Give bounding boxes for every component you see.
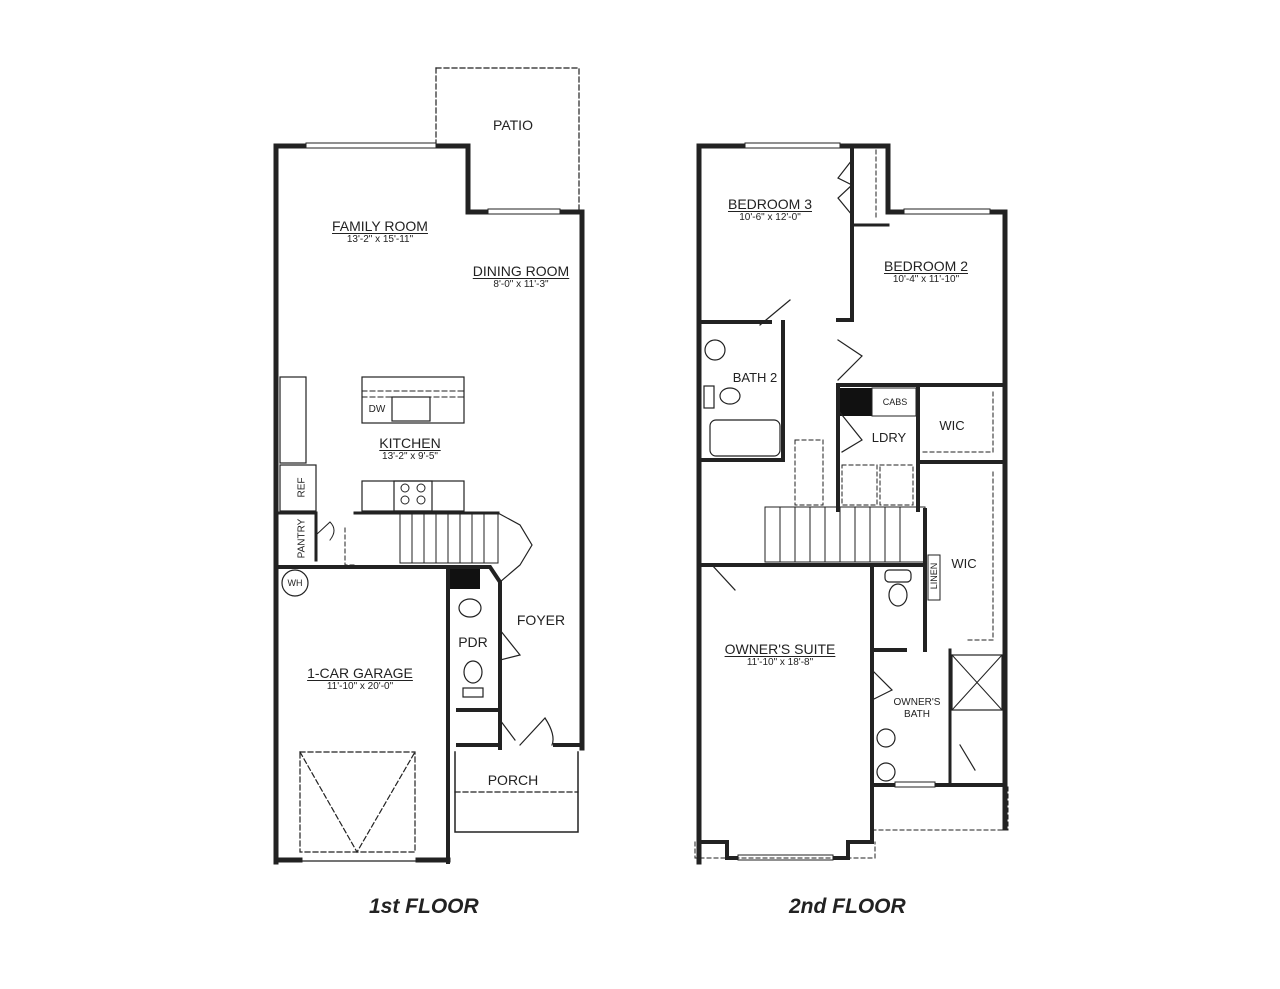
room-bedroom-2: BEDROOM 2 10'-4" x 11'-10"	[866, 259, 986, 286]
room-name: 1-CAR GARAGE	[307, 665, 413, 681]
room-dimensions: 11'-10" x 20'-0"	[326, 681, 394, 692]
room-label-pantry: PANTRY	[296, 518, 308, 559]
room-label-pdr: PDR	[458, 634, 488, 650]
room-label-wic-1: WIC	[939, 418, 965, 433]
fixture-label-linen: LINEN	[929, 562, 939, 590]
room-kitchen: KITCHEN 13'-2" x 9'-5"	[350, 436, 470, 463]
fixture-label-cabs: CABS	[882, 397, 908, 407]
room-name: FAMILY ROOM	[332, 218, 428, 234]
room-name: DINING ROOM	[472, 263, 570, 279]
room-label-porch: PORCH	[487, 772, 539, 788]
fixture-label-ref: REF	[296, 477, 308, 498]
room-owners-suite: OWNER'S SUITE 11'-10" x 18'-8"	[710, 642, 850, 669]
room-label-patio: PATIO	[493, 117, 533, 133]
room-label-foyer: FOYER	[516, 612, 566, 628]
fixture-label-dw: DW	[368, 404, 386, 415]
room-name: OWNER'S SUITE	[724, 641, 836, 657]
room-dimensions: 8'-0" x 11'-3"	[493, 279, 549, 290]
room-garage: 1-CAR GARAGE 11'-10" x 20'-0"	[290, 666, 430, 693]
room-name: BEDROOM 3	[727, 196, 812, 212]
room-label-wic-2: WIC	[951, 556, 977, 571]
floor-title-2nd: 2nd FLOOR	[789, 895, 906, 918]
room-dimensions: 13'-2" x 9'-5"	[382, 451, 438, 462]
floor-title-1st: 1st FLOOR	[369, 895, 479, 918]
room-dimensions: 13'-2" x 15'-11"	[346, 234, 414, 245]
room-dimensions: 11'-10" x 18'-8"	[746, 657, 814, 668]
room-name: KITCHEN	[379, 435, 441, 451]
room-dimensions: 10'-4" x 11'-10"	[892, 274, 960, 285]
room-dining-room: DINING ROOM 8'-0" x 11'-3"	[462, 264, 580, 291]
room-family-room: FAMILY ROOM 13'-2" x 15'-11"	[310, 219, 450, 246]
room-dimensions: 10'-6" x 12'-0"	[739, 212, 801, 223]
room-label-laundry: LDRY	[871, 430, 907, 445]
room-label-bath-2: BATH 2	[732, 370, 778, 385]
room-bedroom-3: BEDROOM 3 10'-6" x 12'-0"	[710, 197, 830, 224]
fixture-label-wh: WH	[287, 578, 303, 588]
room-name: BEDROOM 2	[883, 258, 968, 274]
room-label-owners-bath: OWNER'S BATH	[893, 697, 941, 720]
